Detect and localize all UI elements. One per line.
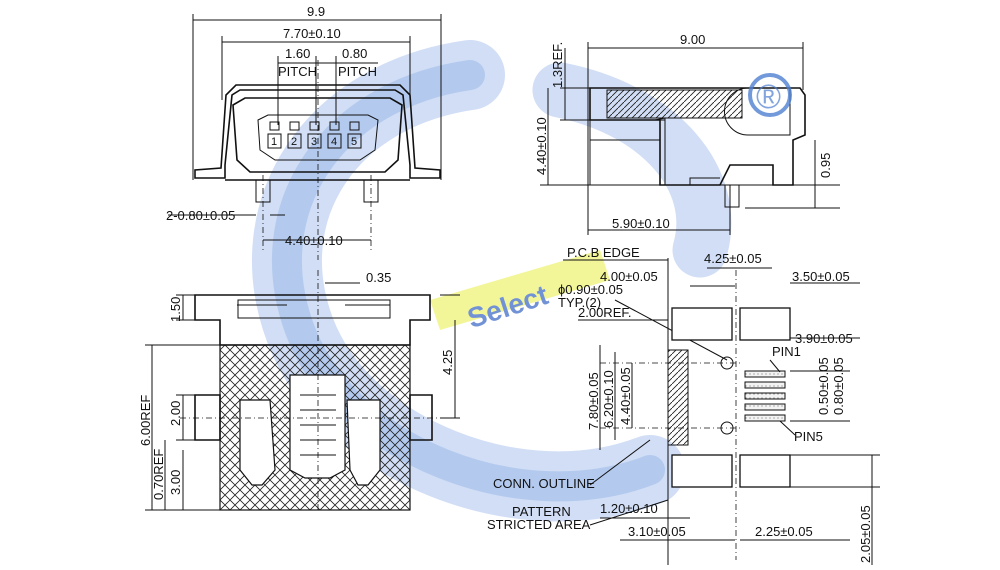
dim-h780: 7.80±0.05 xyxy=(586,372,601,430)
label-hole: ϕ0.90±0.05 xyxy=(558,282,623,297)
pin-4-label: 4 xyxy=(331,136,337,148)
pin-2-label: 2 xyxy=(291,136,297,148)
pin-3-label: 3 xyxy=(311,136,317,148)
dim-pitch-right: 0.80 xyxy=(342,46,367,61)
dim-leg-height: 0.95 xyxy=(818,153,833,178)
dim-side-height: 4.40±0.10 xyxy=(534,117,549,175)
dim-mid-ref: 0.70REF xyxy=(151,449,166,500)
dim-w225: 2.25±0.05 xyxy=(755,524,813,539)
label-conn-outline: CONN. OUTLINE xyxy=(493,476,595,491)
label-pin1: PIN1 xyxy=(772,344,801,359)
dim-top-margin: 1.50 xyxy=(168,297,183,322)
dim-pitch-left: 1.60 xyxy=(285,46,310,61)
dim-overall-width: 9.9 xyxy=(307,4,325,19)
dim-p050: 0.50±0.05 xyxy=(816,357,831,415)
bottom-view: 0.35 1.50 6.00REF 2.00 0.70REF 3.00 4.25 xyxy=(138,270,460,511)
dim-h440: 4.40±0.05 xyxy=(618,367,633,425)
label-pitch-right: PITCH xyxy=(338,64,377,79)
dim-leg-offset: 5.90±0.10 xyxy=(612,216,670,231)
pin-1-label: 1 xyxy=(271,136,277,148)
dim-tab-height: 2.00 xyxy=(168,401,183,426)
registered-mark: ® xyxy=(756,78,781,116)
dim-h620: 6.20±0.10 xyxy=(601,370,616,428)
label-pin5: PIN5 xyxy=(794,429,823,444)
pin-row: 1 2 3 4 5 xyxy=(267,121,362,149)
pin-5-label: 5 xyxy=(351,136,357,148)
label-hole-typ: TYP.(2) xyxy=(558,295,601,310)
label-pattern: PATTERN xyxy=(512,504,571,519)
dim-ref-200: 2.00REF. xyxy=(578,305,631,320)
dim-post-spacing: 4.40±0.10 xyxy=(285,233,343,248)
dim-pad-span: 4.00±0.05 xyxy=(600,269,658,284)
dim-body-width: 7.70±0.10 xyxy=(283,26,341,41)
dim-post-diameter: 2-0.80±0.05 xyxy=(166,208,235,223)
dim-w120: 1.20±0.10 xyxy=(600,501,658,516)
label-pcb-edge: P.C.B EDGE xyxy=(567,245,640,260)
front-view: 9.9 7.70±0.10 1.60 0.80 PITCH PITCH 1 2 … xyxy=(166,4,442,260)
dim-pitch-center: 4.25±0.05 xyxy=(704,251,762,266)
dim-center-offset: 4.25 xyxy=(440,350,455,375)
dim-tab-offset: 0.35 xyxy=(366,270,391,285)
dim-h205: 2.05±0.05 xyxy=(858,505,873,563)
dim-bottom-gap: 3.00 xyxy=(168,470,183,495)
dim-pad-right: 3.50±0.05 xyxy=(792,269,850,284)
label-pitch-left: PITCH xyxy=(278,64,317,79)
dim-side-length: 9.00 xyxy=(680,32,705,47)
side-view: 9.00 ® 1.3REF. 4.40±0.10 0.95 5.90±0.10 xyxy=(534,32,840,235)
label-restricted-area: STRICTED AREA xyxy=(487,517,591,532)
dim-overall-ref: 6.00REF xyxy=(138,395,153,446)
dim-w310: 3.10±0.05 xyxy=(628,524,686,539)
dim-p080: 0.80±0.05 xyxy=(831,357,846,415)
pcb-footprint: P.C.B EDGE 4.25±0.05 4.00±0.05 3.50±0.05… xyxy=(487,245,880,565)
dim-ref-height: 1.3REF. xyxy=(550,42,565,88)
